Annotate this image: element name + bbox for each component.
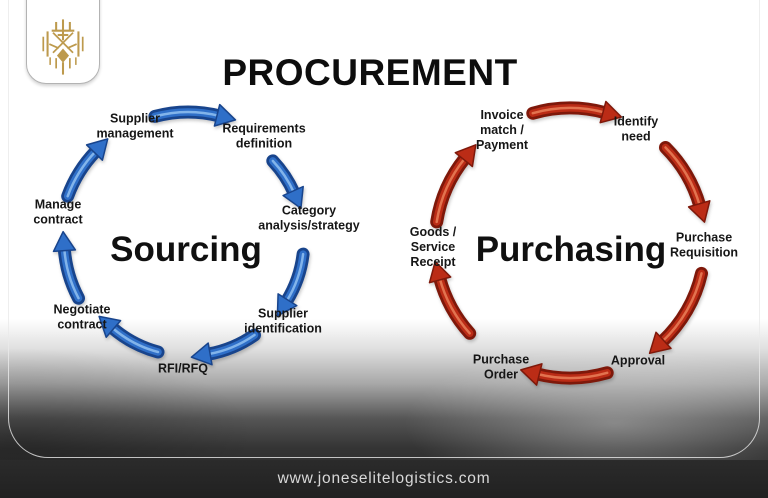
purchasing-step-label: Goods / Service Receipt [409,224,457,269]
sourcing-cycle-arrow [266,154,304,210]
purchasing-step-label: Purchase Order [472,352,530,381]
purchasing-step-label: Invoice match / Payment [475,107,529,152]
purchasing-cycle-arrow [526,100,623,124]
sourcing-step-label: Manage contract [33,197,83,226]
sourcing-step-label: Supplier identification [244,306,322,335]
sourcing-step-label: Negotiate contract [53,302,111,331]
sourcing-cycle-arrow [98,315,165,359]
cycle-arrows-layer [52,100,711,386]
purchasing-cycle-arrow [428,260,477,340]
purchasing-cycle-arrow [430,144,477,229]
sourcing-cycle-arrow [276,247,310,317]
sourcing-step-label: Requirements definition [222,121,306,150]
purchasing-step-label: Approval [610,353,666,368]
purchasing-step-label: Identify need [613,114,659,143]
logo-card [26,0,100,84]
sourcing-step-label: RFI/RFQ [158,361,208,376]
sourcing-cycle-arrow [52,230,85,305]
purchasing-cycle-arrow [520,363,614,386]
sourcing-cycle-label: Sourcing [110,230,262,269]
footer-bar: www.joneselitelogistics.com [0,460,768,498]
footer-url: www.joneselitelogistics.com [277,470,491,487]
page-title: PROCUREMENT [222,52,518,93]
purchasing-cycle-label: Purchasing [475,230,667,269]
lion-crest-icon [42,19,84,75]
sourcing-step-label: Supplier management [96,111,174,140]
sourcing-cycle-arrow [190,328,261,366]
sourcing-cycle-arrow [148,103,237,127]
purchasing-cycle-arrow [659,141,711,223]
sourcing-step-label: Category analysis/strategy [258,203,360,232]
purchasing-step-label: Purchase Requisition [669,230,739,259]
sourcing-cycle-arrow [61,138,109,203]
purchasing-cycle-arrow [648,266,708,355]
